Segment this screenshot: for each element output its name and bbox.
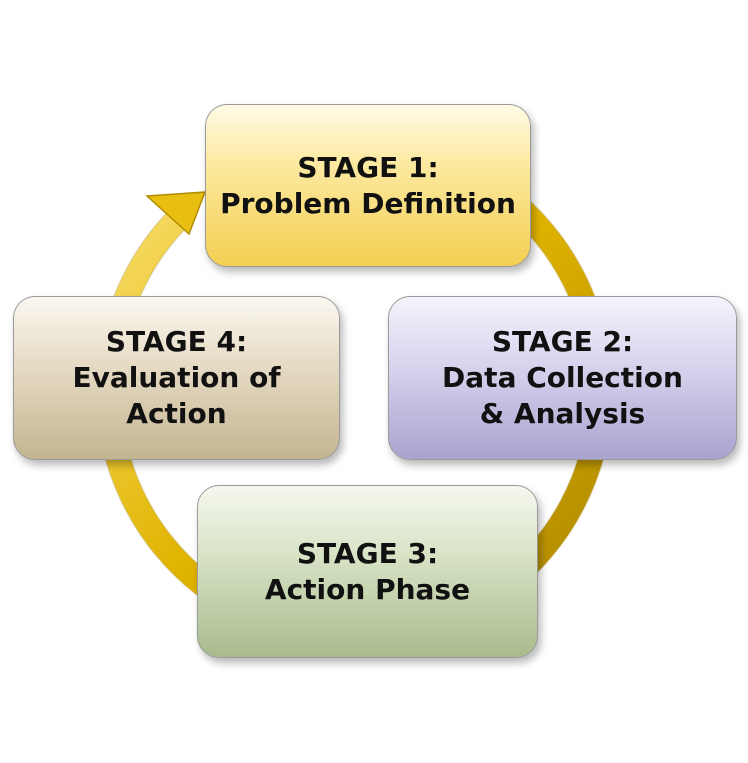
stage-1-label: Problem Definition [220, 186, 516, 220]
stage-2-box: STAGE 2: Data Collection & Analysis [388, 296, 737, 460]
stage-3-title: STAGE 3: [296, 536, 439, 570]
stage-2-title: STAGE 2: [491, 325, 634, 359]
stage-1-box: STAGE 1: Problem Definition [205, 104, 531, 267]
stage-2-label-line-2: & Analysis [479, 396, 646, 430]
arrowhead-icon [145, 191, 207, 236]
stage-3-label: Action Phase [264, 572, 471, 606]
stage-2-label-line-1: Data Collection [442, 361, 683, 395]
stage-3-box: STAGE 3: Action Phase [197, 485, 538, 658]
stage-4-box: STAGE 4: Evaluation of Action [13, 296, 340, 460]
stage-1-title: STAGE 1: [297, 150, 439, 184]
stage-4-label-line-1: Evaluation of [72, 361, 281, 395]
stage-4-label-line-2: Action [126, 396, 227, 430]
stage-4-title: STAGE 4: [105, 325, 248, 359]
